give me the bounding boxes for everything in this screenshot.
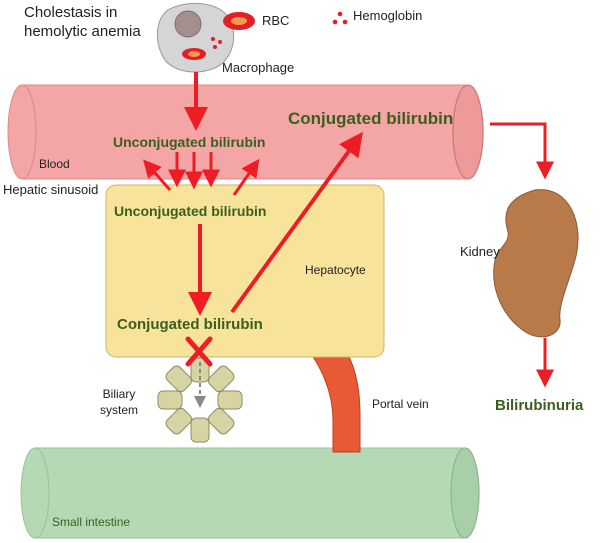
flow-arrows bbox=[143, 72, 554, 388]
arrow-hepatocyte-efflux-right bbox=[232, 158, 260, 196]
conjugated-bilirubin-hepatocyte-label: Conjugated bilirubin bbox=[117, 316, 263, 333]
blood-vessel-tube bbox=[7, 84, 484, 180]
portal-vein-label: Portal vein bbox=[372, 397, 429, 411]
bilirubinuria-label: Bilirubinuria bbox=[495, 397, 584, 414]
hemoglobin-icon bbox=[332, 11, 348, 25]
rbc-icon bbox=[223, 12, 255, 30]
hepatocyte-box bbox=[105, 184, 385, 358]
kidney-shape bbox=[493, 189, 579, 338]
unconjugated-bilirubin-blood-label: Unconjugated bilirubin bbox=[113, 134, 266, 150]
biliary-label-line-2: system bbox=[100, 403, 139, 417]
hemoglobin-legend-label: Hemoglobin bbox=[353, 8, 423, 23]
conjugated-bilirubin-blood-label: Conjugated bilirubin bbox=[288, 109, 454, 128]
hepatocyte-label: Hepatocyte bbox=[305, 263, 366, 277]
biliary-system-ring bbox=[157, 357, 243, 443]
arrow-hepatocyte-efflux-left bbox=[143, 159, 172, 191]
arrow-blood-to-kidney bbox=[490, 122, 554, 180]
kidney-label: Kidney bbox=[460, 244, 500, 259]
blocked-flow-x-mark bbox=[185, 336, 213, 367]
portal-vein-shape bbox=[311, 354, 361, 453]
biliary-label-line-1: Biliary bbox=[102, 387, 136, 401]
diagram-title: Cholestasis in hemolytic anemia bbox=[24, 3, 141, 41]
small-intestine-tube bbox=[20, 447, 480, 539]
small-intestine-label: Small intestine bbox=[52, 515, 131, 529]
title-line-2: hemolytic anemia bbox=[24, 23, 141, 40]
title-line-1: Cholestasis in bbox=[24, 4, 118, 21]
hepatic-sinusoid-label: Hepatic sinusoid bbox=[3, 182, 99, 197]
unconjugated-bilirubin-hepatocyte-label: Unconjugated bilirubin bbox=[114, 203, 267, 219]
blood-label: Blood bbox=[39, 157, 70, 171]
macrophage-cell bbox=[156, 2, 235, 73]
biliary-system-label: Biliary system bbox=[100, 386, 138, 418]
macrophage-label: Macrophage bbox=[222, 60, 295, 75]
rbc-legend-label: RBC bbox=[262, 13, 290, 28]
arrow-conj-to-blood bbox=[230, 131, 363, 314]
